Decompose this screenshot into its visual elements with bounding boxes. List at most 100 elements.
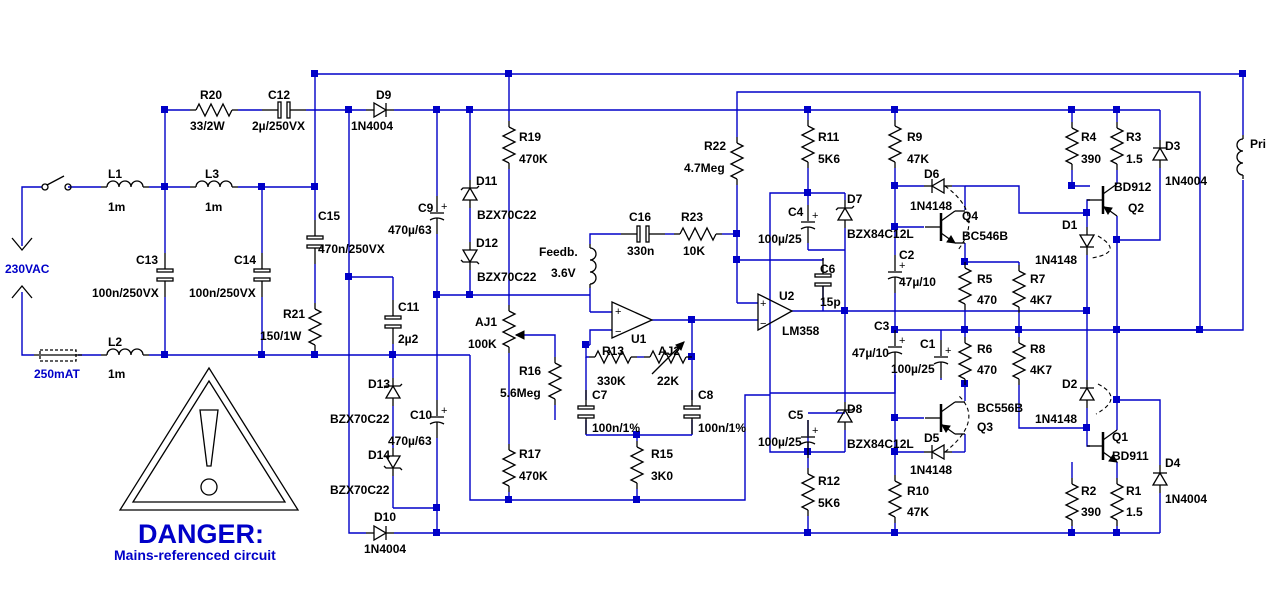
R17-value: 470K [519, 469, 548, 483]
R4-value: 390 [1081, 152, 1101, 166]
D10-value: 1N4004 [364, 542, 406, 556]
thermal-coupling [944, 185, 1112, 453]
D1-ref: D1 [1062, 218, 1078, 232]
C13-value: 100n/250VX [92, 286, 159, 300]
C10-ref: C10 [410, 408, 432, 422]
Q2-transistor: BD912 Q2 [1085, 180, 1152, 218]
D9-diode: D9 1N4004 [351, 88, 395, 133]
danger-subtitle: Mains-referenced circuit [114, 547, 276, 563]
R11-resistor: R11 5K6 [801, 119, 840, 169]
source-value: 230VAC [5, 262, 50, 276]
U2-ref: U2 [779, 289, 795, 303]
R11-value: 5K6 [818, 152, 840, 166]
D7-value: BZX84C12L [847, 227, 914, 241]
D6-ref: D6 [924, 167, 940, 181]
R12-resistor: R12 5K6 [801, 467, 840, 517]
R23-resistor: R23 10K [673, 210, 723, 258]
R3-resistor: R3 1.5 [1110, 121, 1143, 171]
C7-ref: C7 [592, 388, 608, 402]
AJ2-value: 22K [657, 374, 679, 388]
R10-ref: R10 [907, 484, 929, 498]
D3-diode: D3 1N4004 [1152, 139, 1207, 188]
C2-ref: C2 [899, 248, 915, 262]
C6-capacitor: C6 15p [814, 257, 841, 309]
R9-ref: R9 [907, 130, 923, 144]
C10-capacitor: C10 470µ/63 [388, 399, 449, 448]
danger-title: DANGER: [138, 519, 264, 549]
Q4-ref: Q4 [962, 209, 978, 223]
C3-value: 47µ/10 [852, 346, 889, 360]
C11-value: 2µ2 [398, 332, 419, 346]
R5-value: 470 [977, 293, 997, 307]
D1-value: 1N4148 [1035, 253, 1077, 267]
C8-value: 100n/1% [698, 421, 746, 435]
C15-capacitor: C15 470n/250VX [306, 209, 385, 265]
R16-ref: R16 [519, 364, 541, 378]
C6-value: 15p [820, 295, 841, 309]
Q3-ref: Q3 [977, 420, 993, 434]
R5-resistor: R5 470 [958, 261, 997, 311]
Q2-value: BD912 [1114, 180, 1152, 194]
fuse: 250mAT [34, 349, 82, 381]
C13-capacitor: C13 100n/250VX [92, 252, 174, 300]
R19-resistor: R19 470K [502, 120, 548, 170]
L2-inductor: L2 1m [100, 335, 150, 381]
C4-ref: C4 [788, 205, 804, 219]
svg-text:−: − [615, 326, 621, 338]
R22-value: 4.7Meg [684, 161, 725, 175]
C5-value: 100µ/25 [758, 435, 802, 449]
L3-inductor: L3 1m [189, 167, 239, 214]
D8-ref: D8 [847, 402, 863, 416]
R1-ref: R1 [1126, 484, 1142, 498]
R11-ref: R11 [818, 130, 840, 144]
R23-value: 10K [683, 244, 705, 258]
C2-value: 47µ/10 [899, 275, 936, 289]
D5-ref: D5 [924, 431, 940, 445]
AJ2-ref: AJ2 [658, 344, 680, 358]
C14-ref: C14 [234, 253, 256, 267]
C6-ref: C6 [820, 262, 836, 276]
R19-value: 470K [519, 152, 548, 166]
D14-zener: D14 BZX70C22 [330, 447, 403, 497]
C5-ref: C5 [788, 408, 804, 422]
R17-ref: R17 [519, 447, 541, 461]
R17-resistor: R17 470K [502, 443, 548, 493]
R13-ref: R13 [602, 344, 624, 358]
D1-diode: D1 1N4148 [1035, 218, 1095, 267]
R13-value: 330K [597, 374, 626, 388]
AJ2-potentiometer: AJ2 22K [643, 341, 693, 388]
Q1-value: BD911 [1112, 449, 1149, 463]
C16-value: 330n [627, 244, 654, 258]
R9-value: 47K [907, 152, 929, 166]
fuse-value: 250mAT [34, 367, 80, 381]
R16-resistor: R16 5.6Meg [500, 356, 562, 406]
C4-capacitor: C4 100µ/25 [758, 204, 820, 246]
R8-value: 4K7 [1030, 363, 1052, 377]
exclamation-icon [199, 409, 219, 467]
R2-ref: R2 [1081, 484, 1097, 498]
R23-ref: R23 [681, 210, 703, 224]
svg-text:−: − [760, 318, 766, 330]
C13-ref: C13 [136, 253, 158, 267]
primary-winding: Pri [1236, 134, 1266, 180]
R4-resistor: R4 390 [1065, 121, 1101, 171]
danger-warning: DANGER: Mains-referenced circuit [114, 366, 300, 563]
C4-value: 100µ/25 [758, 232, 802, 246]
C1-value: 100µ/25 [891, 362, 935, 376]
C15-ref: C15 [318, 209, 340, 223]
Q3-transistor: BC556B Q3 [923, 400, 1023, 436]
D4-ref: D4 [1165, 456, 1181, 470]
C9-value: 470µ/63 [388, 223, 432, 237]
U1-opamp: + − U1 [611, 300, 654, 346]
D13-zener: D13 BZX70C22 [330, 377, 403, 426]
C14-capacitor: C14 100n/250VX [189, 252, 271, 300]
R7-resistor: R7 4K7 [1012, 264, 1052, 314]
D2-diode: D2 1N4148 [1035, 377, 1095, 426]
R20-ref: R20 [200, 88, 222, 102]
D12-ref: D12 [476, 236, 498, 250]
C15-value: 470n/250VX [318, 242, 385, 256]
R1-value: 1.5 [1126, 505, 1143, 519]
C8-ref: C8 [698, 388, 714, 402]
C7-capacitor: C7 100n/1% [577, 388, 640, 435]
L1-ref: L1 [108, 167, 122, 181]
